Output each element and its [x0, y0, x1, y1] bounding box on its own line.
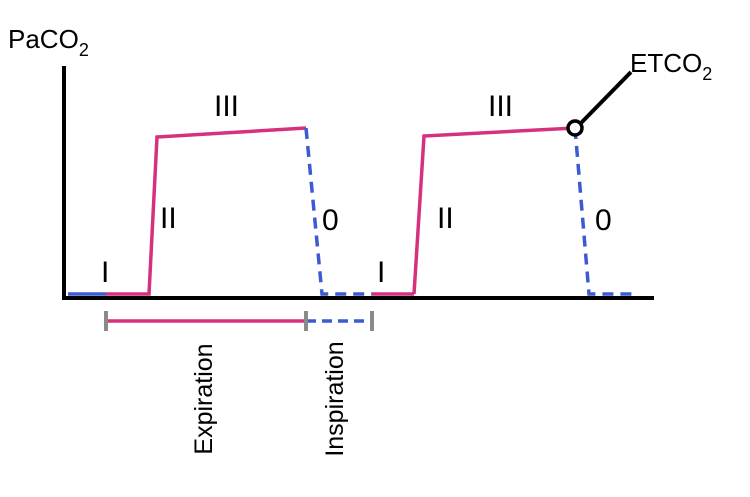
- cycle2-phase-0: 0: [595, 204, 612, 237]
- cycle1-inspiration-curve: [304, 127, 372, 296]
- cycle2-inspiration-curve: [573, 127, 638, 296]
- cycle1-phase-III: III: [214, 90, 239, 123]
- cycle2-expiration-curve: [412, 126, 576, 295]
- cycle2-phase-III: III: [488, 90, 513, 123]
- cycle1-phase-II: II: [160, 202, 177, 235]
- cycle1-expiration-curve: [106, 126, 307, 296]
- inspiration-label: Inspiration: [321, 341, 349, 456]
- cycle2-phase-I: I: [377, 256, 385, 289]
- expiration-label: Expiration: [190, 343, 218, 454]
- y-axis-label: PaCO2: [8, 24, 89, 60]
- cycle2-phase-II: II: [437, 202, 454, 235]
- cycle1-phase-0: 0: [322, 204, 339, 237]
- etco2-marker: [566, 119, 584, 137]
- etco2-pointer-line: [579, 70, 633, 125]
- cycle1-phase-I: I: [101, 256, 109, 289]
- etco2-label: ETCO2: [630, 48, 712, 84]
